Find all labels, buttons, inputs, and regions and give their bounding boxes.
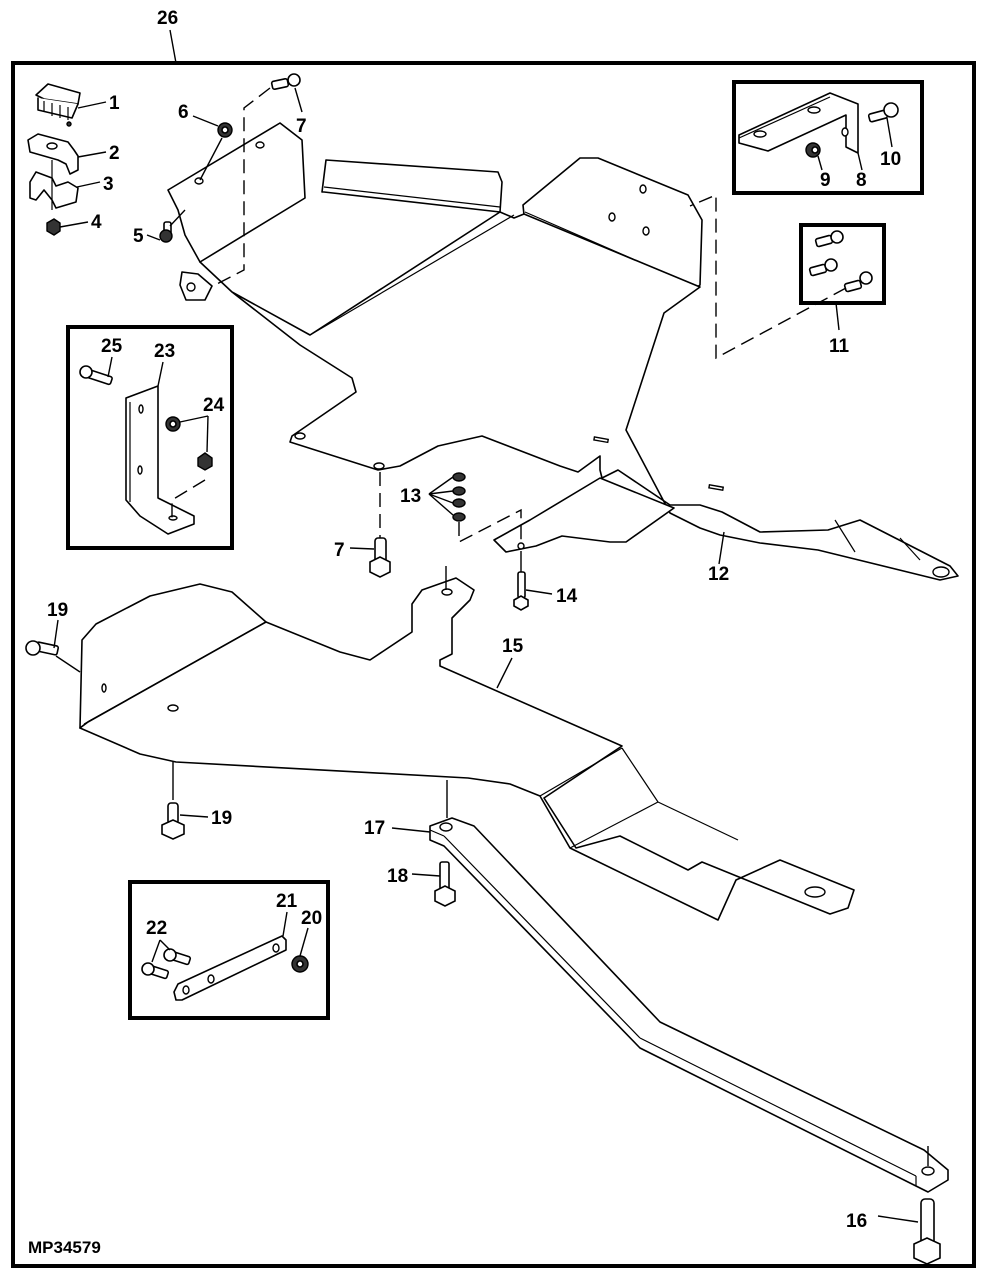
- callout-7a[interactable]: 7: [296, 116, 307, 137]
- callout-4[interactable]: 4: [91, 212, 102, 233]
- part-10-bolt[interactable]: [867, 102, 899, 123]
- dash-7-top: [214, 87, 271, 286]
- leader-8: [857, 152, 863, 171]
- leader-20: [299, 927, 309, 957]
- leader-4: [59, 221, 89, 228]
- part-19-bolt-side[interactable]: [25, 640, 60, 656]
- callout-1[interactable]: 1: [109, 93, 120, 114]
- leader-5: [169, 209, 186, 227]
- leader-26: [169, 29, 177, 64]
- callout-15[interactable]: 15: [502, 636, 524, 657]
- part-4-nut[interactable]: [46, 218, 61, 236]
- callout-18[interactable]: 18: [387, 866, 408, 887]
- leader-5-label: [146, 234, 161, 241]
- leader-14: [525, 589, 553, 595]
- part-14-bolt[interactable]: [513, 571, 529, 611]
- leader-15: [496, 657, 513, 689]
- leader-13b: [428, 490, 454, 495]
- leader-24a: [179, 415, 209, 423]
- line-19-side: [55, 655, 81, 673]
- inset-20-21-22: [128, 880, 330, 1020]
- callout-25[interactable]: 25: [101, 336, 123, 357]
- leader-18: [411, 873, 441, 877]
- leader-3: [76, 181, 101, 188]
- part-20-nut[interactable]: [291, 955, 309, 973]
- leader-16: [877, 1215, 919, 1223]
- callout-21[interactable]: 21: [276, 891, 298, 912]
- part-7-bolt-top[interactable]: [270, 73, 301, 91]
- callout-22[interactable]: 22: [146, 918, 167, 939]
- callout-24[interactable]: 24: [203, 395, 225, 416]
- leader-10: [886, 117, 893, 148]
- leader-24b: [206, 415, 209, 453]
- leader-25: [107, 356, 113, 378]
- callout-2[interactable]: 2: [109, 143, 120, 164]
- part-15-lower-plate[interactable]: [79, 577, 855, 921]
- part-25-bolt[interactable]: [79, 365, 113, 386]
- callout-9[interactable]: 9: [820, 170, 831, 191]
- leader-23: [157, 361, 164, 387]
- assembly-frame: [11, 61, 976, 1268]
- leader-11: [835, 302, 840, 331]
- part-21-link-bar[interactable]: [173, 935, 287, 1001]
- callout-20[interactable]: 20: [301, 908, 322, 929]
- callout-16[interactable]: 16: [846, 1211, 867, 1232]
- part-18-bolt[interactable]: [434, 861, 456, 907]
- leader-22b: [151, 939, 161, 963]
- leader-12: [718, 531, 725, 565]
- callout-8[interactable]: 8: [856, 170, 867, 191]
- part-3-bracket[interactable]: [29, 160, 79, 210]
- leader-7a: [294, 87, 303, 113]
- part-7-bolt-lower[interactable]: [369, 537, 391, 578]
- callout-7b[interactable]: 7: [334, 540, 345, 561]
- part-16-bolt[interactable]: [913, 1198, 941, 1265]
- part-8-angle-bracket[interactable]: [738, 92, 859, 154]
- part-13-washers[interactable]: [452, 472, 466, 522]
- figure-id: MP34579: [28, 1238, 101, 1257]
- part-19-bolt-lower[interactable]: [161, 802, 185, 840]
- callout-14[interactable]: 14: [556, 586, 578, 607]
- leader-13d: [428, 493, 454, 516]
- part-12-upper-plate[interactable]: [167, 122, 959, 581]
- leader-7b: [349, 547, 375, 550]
- part-1-connector[interactable]: [35, 83, 81, 127]
- callout-23[interactable]: 23: [154, 341, 175, 362]
- leader-13c: [428, 493, 454, 504]
- part-23-l-bracket[interactable]: [125, 385, 195, 535]
- leader-1: [77, 101, 107, 109]
- part-24-nuts[interactable]: [165, 416, 213, 471]
- leader-9: [817, 155, 823, 171]
- leader-21: [282, 911, 288, 937]
- dash-24: [171, 479, 206, 518]
- leader-13a: [428, 476, 454, 495]
- callout-19b[interactable]: 19: [211, 808, 232, 829]
- leader-19a: [53, 619, 59, 649]
- part-22-bolts[interactable]: [141, 948, 192, 980]
- leader-22a: [159, 939, 171, 951]
- leader-17: [391, 827, 431, 833]
- leader-6: [192, 115, 219, 127]
- callout-11[interactable]: 11: [829, 336, 850, 357]
- callout-17[interactable]: 17: [364, 818, 385, 839]
- part-17-strap[interactable]: [429, 817, 949, 1193]
- leader-6-hole: [199, 137, 223, 181]
- dash-13: [458, 508, 522, 544]
- dash-11: [689, 193, 847, 360]
- part-5-bolt[interactable]: [159, 221, 173, 243]
- callout-10[interactable]: 10: [880, 149, 901, 170]
- callout-26[interactable]: 26: [157, 8, 178, 29]
- part-2-clip[interactable]: [27, 133, 79, 175]
- callout-13[interactable]: 13: [400, 486, 421, 507]
- leader-19b: [179, 814, 209, 818]
- callout-6[interactable]: 6: [178, 102, 189, 123]
- leader-2: [77, 151, 107, 158]
- callout-19a[interactable]: 19: [47, 600, 68, 621]
- part-9-nut[interactable]: [805, 142, 821, 158]
- callout-12[interactable]: 12: [708, 564, 729, 585]
- callout-3[interactable]: 3: [103, 174, 114, 195]
- part-6-nut[interactable]: [217, 122, 233, 138]
- callout-5[interactable]: 5: [133, 226, 144, 247]
